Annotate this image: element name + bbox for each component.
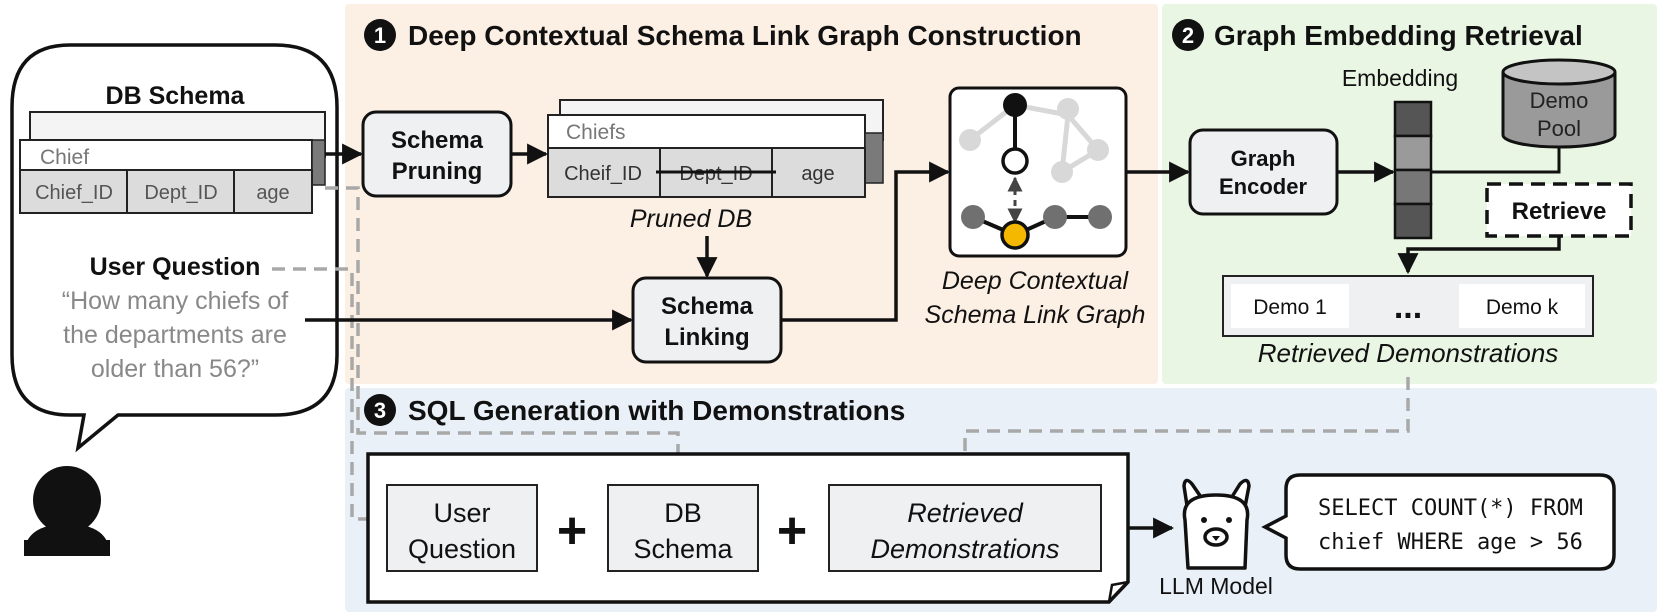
- graph-caption-line-2: Schema Link Graph: [925, 301, 1146, 329]
- prompt-document-fold: [1107, 580, 1129, 603]
- llama-icon: [1182, 478, 1251, 570]
- graph-node-question: [1001, 147, 1029, 175]
- section1-number: 1: [374, 23, 386, 48]
- plus-sign-2: +: [777, 502, 807, 560]
- input-schema-box: [607, 484, 759, 572]
- section3: 3 SQL Generation with Demonstrations Use…: [364, 394, 1616, 604]
- demo-pool-label-1: Demo: [1530, 88, 1589, 113]
- graph-node-dark: [1003, 93, 1027, 117]
- graph-caption-line-1: Deep Contextual: [942, 267, 1130, 295]
- user-question-line-3: older than 56?”: [91, 355, 259, 383]
- retrieved-demos-caption: Retrieved Demonstrations: [1258, 338, 1559, 368]
- user-question-title: User Question: [90, 253, 261, 281]
- demo-ellipsis: ...: [1394, 288, 1422, 326]
- schema-column-dept-id: Dept_ID: [144, 182, 217, 204]
- demo-card-last: [1459, 284, 1585, 328]
- graph-node-grey: [1043, 205, 1067, 229]
- sql-output-line-2: chief WHERE age > 56: [1318, 530, 1583, 555]
- sql-output-line-1: SELECT COUNT(*) FROM: [1318, 496, 1583, 521]
- schema-linking-label-1: Schema: [661, 293, 754, 320]
- schema-column-row: [19, 169, 313, 214]
- section2-number: 2: [1182, 23, 1194, 48]
- user-panel: DB Schema Chief Chief_ID Dept_ID age Use…: [10, 43, 339, 556]
- input-schema-label-1: DB: [664, 498, 702, 528]
- section1: 1 Deep Contextual Schema Link Graph Cons…: [361, 19, 1146, 364]
- input-question-label-2: Question: [408, 534, 516, 564]
- retrieve-label: Retrieve: [1512, 198, 1607, 225]
- section2-number-badge: [1172, 19, 1204, 51]
- plus-sign-1: +: [557, 502, 587, 560]
- user-question-line-1: “How many chiefs of: [62, 287, 289, 315]
- user-question-line-2: the departments are: [63, 321, 287, 349]
- graph-faded-nodes: [959, 98, 1109, 183]
- input-schema-label-2: Schema: [633, 534, 733, 564]
- graph-node-grey: [1088, 205, 1112, 229]
- schema-pruning-label-1: Schema: [391, 127, 484, 154]
- section3-title: SQL Generation with Demonstrations: [408, 395, 905, 426]
- llm-model-label: LLM Model: [1159, 573, 1273, 599]
- section2: 2 Graph Embedding Retrieval Graph Encode…: [1172, 19, 1633, 368]
- embedding-to-retrieve-line: [1431, 147, 1561, 174]
- dashed-schema-line: [325, 186, 689, 483]
- dashed-demos-line: [954, 377, 1410, 483]
- graph-node-grey: [961, 205, 985, 229]
- schema-link-graph-panel: [948, 86, 1128, 258]
- demo-card-last-label: Demo k: [1486, 296, 1559, 319]
- schema-column-age: age: [256, 182, 289, 204]
- arrow-linking-to-graph: [781, 161, 951, 322]
- pruned-column-cheif-id: Cheif_ID: [564, 163, 642, 185]
- demo-pool-label-2: Pool: [1537, 116, 1581, 141]
- input-question-box: [386, 484, 538, 572]
- schema-table-name: Chief: [40, 146, 89, 169]
- schema-linking-label-2: Linking: [664, 324, 749, 351]
- graph-node-highlight: [1000, 220, 1030, 250]
- demo-pool-icon: [1501, 58, 1617, 149]
- schema-table-shadow: [311, 139, 326, 186]
- input-demos-label-1: Retrieved: [907, 498, 1024, 528]
- pruned-column-dept-id: Dept_ID: [679, 163, 752, 185]
- schema-column-chief-id: Chief_ID: [35, 182, 113, 204]
- retrieve-box: [1485, 182, 1633, 238]
- input-demos-box: [828, 484, 1102, 572]
- sql-output-bubble: [1261, 473, 1616, 571]
- pruned-db-caption: Pruned DB: [630, 205, 752, 233]
- pruned-column-age: age: [801, 163, 834, 185]
- pruned-table-shadow: [864, 132, 884, 184]
- demo-card-first-label: Demo 1: [1253, 296, 1327, 319]
- arrow-retrieve-to-demos: [1397, 236, 1561, 275]
- dashed-connectors: [272, 186, 1410, 530]
- embedding-label: Embedding: [1342, 65, 1458, 91]
- pruned-table-name: Chiefs: [566, 121, 626, 144]
- user-avatar-icon: [24, 466, 110, 556]
- section2-title: Graph Embedding Retrieval: [1214, 20, 1583, 51]
- schema-pruning-label-2: Pruning: [392, 158, 483, 185]
- db-schema-title: DB Schema: [106, 82, 246, 110]
- section1-number-badge: [364, 19, 396, 51]
- graph-encoder-label-1: Graph: [1231, 146, 1296, 171]
- graph-encoder-label-2: Encoder: [1219, 174, 1307, 199]
- input-question-label-1: User: [433, 498, 490, 528]
- section1-title: Deep Contextual Schema Link Graph Constr…: [408, 20, 1082, 51]
- section3-number-badge: [364, 394, 396, 426]
- graph-encoder-box: [1188, 128, 1339, 216]
- embedding-vector: [1393, 100, 1433, 240]
- section1-arrows: [305, 143, 1191, 331]
- demo-card-first: [1231, 284, 1349, 328]
- input-demos-label-2: Demonstrations: [870, 534, 1059, 564]
- section3-number: 3: [374, 398, 386, 423]
